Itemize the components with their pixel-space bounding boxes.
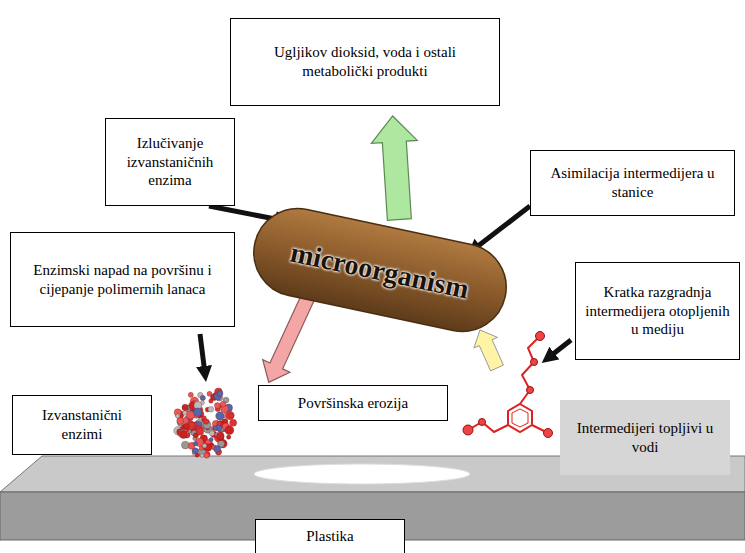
enzyme-atom — [183, 423, 189, 429]
box-text: Izvanstanični enzimi — [21, 406, 143, 444]
molecule — [468, 336, 546, 432]
enzyme-atom — [208, 406, 214, 412]
oxygen-atom — [527, 387, 534, 394]
enzyme-atom — [195, 453, 199, 457]
product-box: Ugljikov dioksid, voda i ostali metaboli… — [230, 18, 500, 106]
microorganism-cell: microorganism — [245, 200, 515, 340]
release-arrow — [371, 116, 417, 220]
benzene-ring — [508, 404, 532, 432]
enzyme-atom — [229, 413, 234, 418]
box-text: Izlučivanje izvanstaničnih enzima — [114, 134, 226, 190]
enzyme-atom — [212, 426, 217, 431]
process-box: Kratka razgradnja intermedijera otopljen… — [575, 262, 740, 360]
enzyme-atom — [216, 412, 224, 420]
box-text: Plastika — [306, 527, 354, 546]
process-box: Izlučivanje izvanstaničnih enzima — [105, 118, 235, 206]
enzyme-atom — [193, 408, 202, 417]
enzyme-atom — [188, 392, 193, 397]
enzyme-atom — [216, 432, 224, 440]
enzyme-atom — [214, 403, 220, 409]
enzyme-atom — [203, 419, 209, 425]
molecule-chain — [468, 422, 508, 432]
enzyme-atom — [200, 454, 204, 458]
enzyme-atom — [183, 411, 188, 416]
enzyme-atom — [177, 418, 184, 425]
erosion-pit — [254, 464, 470, 484]
enzyme-atom — [225, 426, 234, 435]
enzyme-atom — [214, 446, 221, 453]
enzyme-atom — [207, 391, 212, 396]
enzyme-atom — [193, 442, 197, 446]
attack-arrow — [200, 334, 205, 374]
enzyme-atom — [204, 453, 209, 458]
box-text: Intermedijeri topljivi u vodi — [568, 419, 722, 457]
enzyme-atom — [230, 419, 237, 426]
enzyme-atom — [220, 401, 226, 407]
enzyme-atom — [213, 426, 217, 430]
box-text: Ugljikov dioksid, voda i ostali metaboli… — [239, 43, 491, 81]
breakdown-arrow — [548, 340, 571, 358]
label-box: Izvanstanični enzimi — [12, 395, 152, 455]
enzyme-atom — [182, 404, 188, 410]
erosion-arrow — [263, 294, 315, 383]
label-box: Intermedijeri topljivi u vodi — [560, 400, 730, 475]
enzyme-atom — [180, 431, 188, 439]
oxygen-atom — [479, 419, 486, 426]
enzyme-atom — [196, 428, 203, 435]
enzyme-atom — [179, 429, 188, 438]
box-text: Enzimski napad na površinu i cijepanje p… — [19, 261, 226, 299]
enzyme-atom — [209, 431, 214, 436]
enzyme-atom — [217, 391, 223, 397]
benzene-inner — [512, 409, 528, 427]
oxygen-atom — [536, 332, 545, 341]
process-box: Enzimski napad na površinu i cijepanje p… — [10, 232, 235, 327]
box-text: Površinska erozija — [298, 394, 408, 413]
oxygen-atom — [463, 425, 473, 435]
box-text: Kratka razgradnja intermedijera otopljen… — [584, 283, 731, 339]
uptake-arrow — [474, 330, 504, 371]
enzyme-atom — [226, 435, 230, 439]
enzyme-atom — [202, 444, 206, 448]
enzyme-atom — [181, 441, 189, 449]
oxygen-atom — [544, 429, 553, 438]
enzyme-atom — [200, 395, 205, 400]
label-box: Površinska erozija — [258, 385, 448, 421]
molecule-chain — [520, 336, 540, 404]
enzyme-cluster — [174, 388, 237, 458]
enzyme-atom — [209, 437, 213, 441]
box-text: Asimilacija intermedijera u stanice — [539, 164, 726, 202]
label-box: Plastika — [255, 519, 405, 553]
oxygen-atom — [531, 359, 538, 366]
process-box: Asimilacija intermedijera u stanice — [530, 150, 735, 216]
enzyme-atom — [226, 411, 235, 420]
cell-body — [246, 200, 515, 339]
